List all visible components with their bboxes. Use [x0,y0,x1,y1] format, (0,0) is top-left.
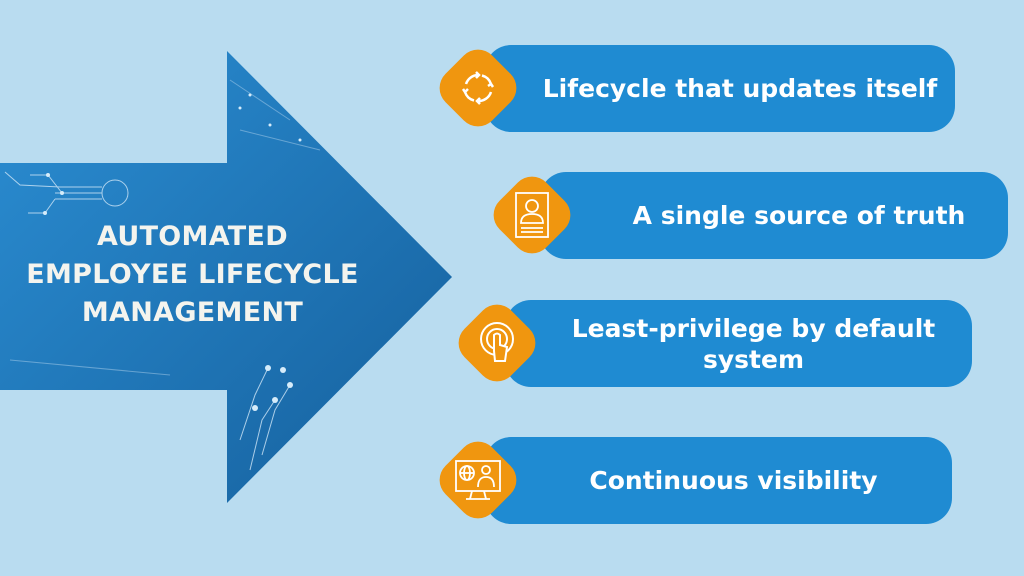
touch-fingerprint-icon [467,313,527,373]
monitor-globe-user-icon [448,450,508,510]
item-label-line-2: system [702,344,804,374]
item-label: Lifecycle that updates itself [542,74,938,103]
cycle-arrows-icon [448,58,508,118]
item-least-privilege: Least-privilege by default system [505,300,972,387]
employee-profile-icon [502,185,562,245]
main-arrow [0,51,452,503]
title-line-1: AUTOMATED [96,221,288,252]
item-single-source: A single source of truth [540,172,1008,259]
item-label-line-1: Least-privilege by default [571,313,936,343]
main-title: AUTOMATED EMPLOYEE LIFECYCLE MANAGEMENT [0,218,385,332]
item-label: A single source of truth [632,201,966,230]
item-continuous-visibility: Continuous visibility [485,437,952,524]
title-line-2: EMPLOYEE LIFECYCLE [26,259,359,290]
item-lifecycle-updates: Lifecycle that updates itself [485,45,955,132]
circuit-decoration [4,79,321,471]
title-line-3: MANAGEMENT [81,297,304,328]
item-label: Continuous visibility [589,466,878,495]
